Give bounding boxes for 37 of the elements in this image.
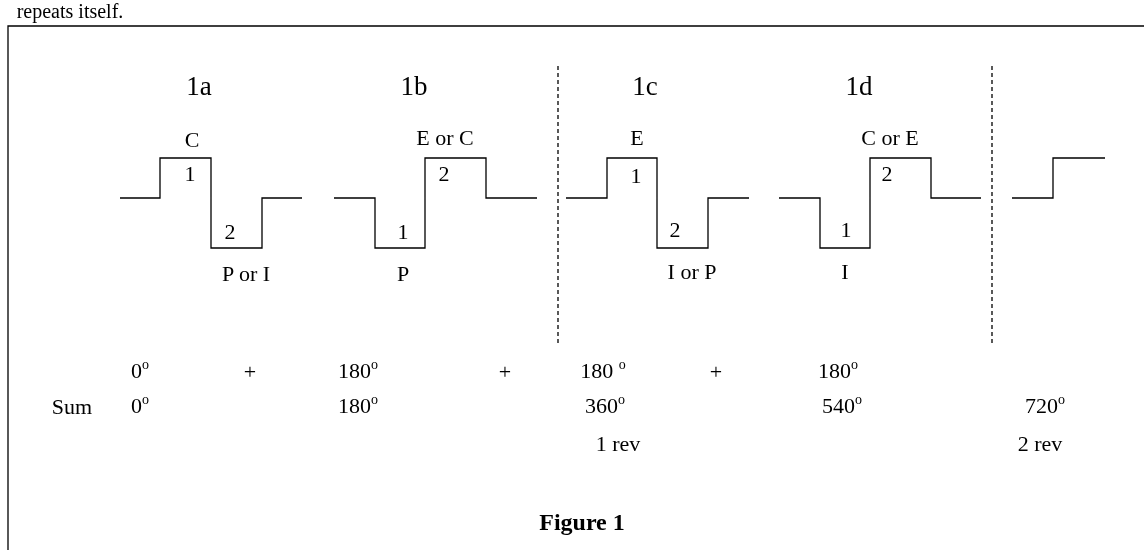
- step-number: 1: [397, 221, 409, 243]
- level-label: I or P: [667, 261, 717, 283]
- revolution-count: 2 rev: [1017, 433, 1063, 455]
- level-label: P or I: [221, 263, 271, 285]
- angle-value: 180$^{o}$: [338, 395, 378, 417]
- figure-caption: Figure 1: [539, 510, 625, 534]
- plus-sign: +: [498, 361, 512, 383]
- plus-sign: +: [243, 361, 257, 383]
- angle-value: 540$^{o}$: [822, 395, 862, 417]
- plus-sign: +: [709, 361, 723, 383]
- step-number: 2: [669, 219, 681, 241]
- angle-value: 180 $^{o}$: [580, 360, 626, 382]
- angle-value: 180$^{o}$: [338, 360, 378, 382]
- panel-label: 1a: [186, 72, 212, 100]
- level-label: E: [630, 127, 644, 149]
- angle-value: 360$^{o}$: [585, 395, 625, 417]
- row-label: Sum: [51, 396, 93, 418]
- panel-label: 1c: [632, 72, 658, 100]
- panel-label: 1d: [845, 72, 873, 100]
- level-label: P: [396, 263, 410, 285]
- angle-value: 0$^{o}$: [131, 360, 149, 382]
- body-text: repeats itself.: [16, 1, 124, 21]
- level-label: C: [184, 129, 200, 151]
- step-number: 2: [881, 163, 893, 185]
- angle-value: 720$^{o}$: [1025, 395, 1065, 417]
- step-number: 2: [224, 221, 236, 243]
- angle-value: 0$^{o}$: [131, 395, 149, 417]
- step-number: 2: [438, 163, 450, 185]
- step-number: 1: [630, 165, 642, 187]
- level-label: I: [841, 261, 849, 283]
- angle-value: 180$^{o}$: [818, 360, 858, 382]
- level-label: C or E: [861, 127, 919, 149]
- panel-label: 1b: [400, 72, 428, 100]
- level-label: E or C: [416, 127, 474, 149]
- revolution-count: 1 rev: [595, 433, 641, 455]
- step-number: 1: [184, 163, 196, 185]
- step-number: 1: [840, 219, 852, 241]
